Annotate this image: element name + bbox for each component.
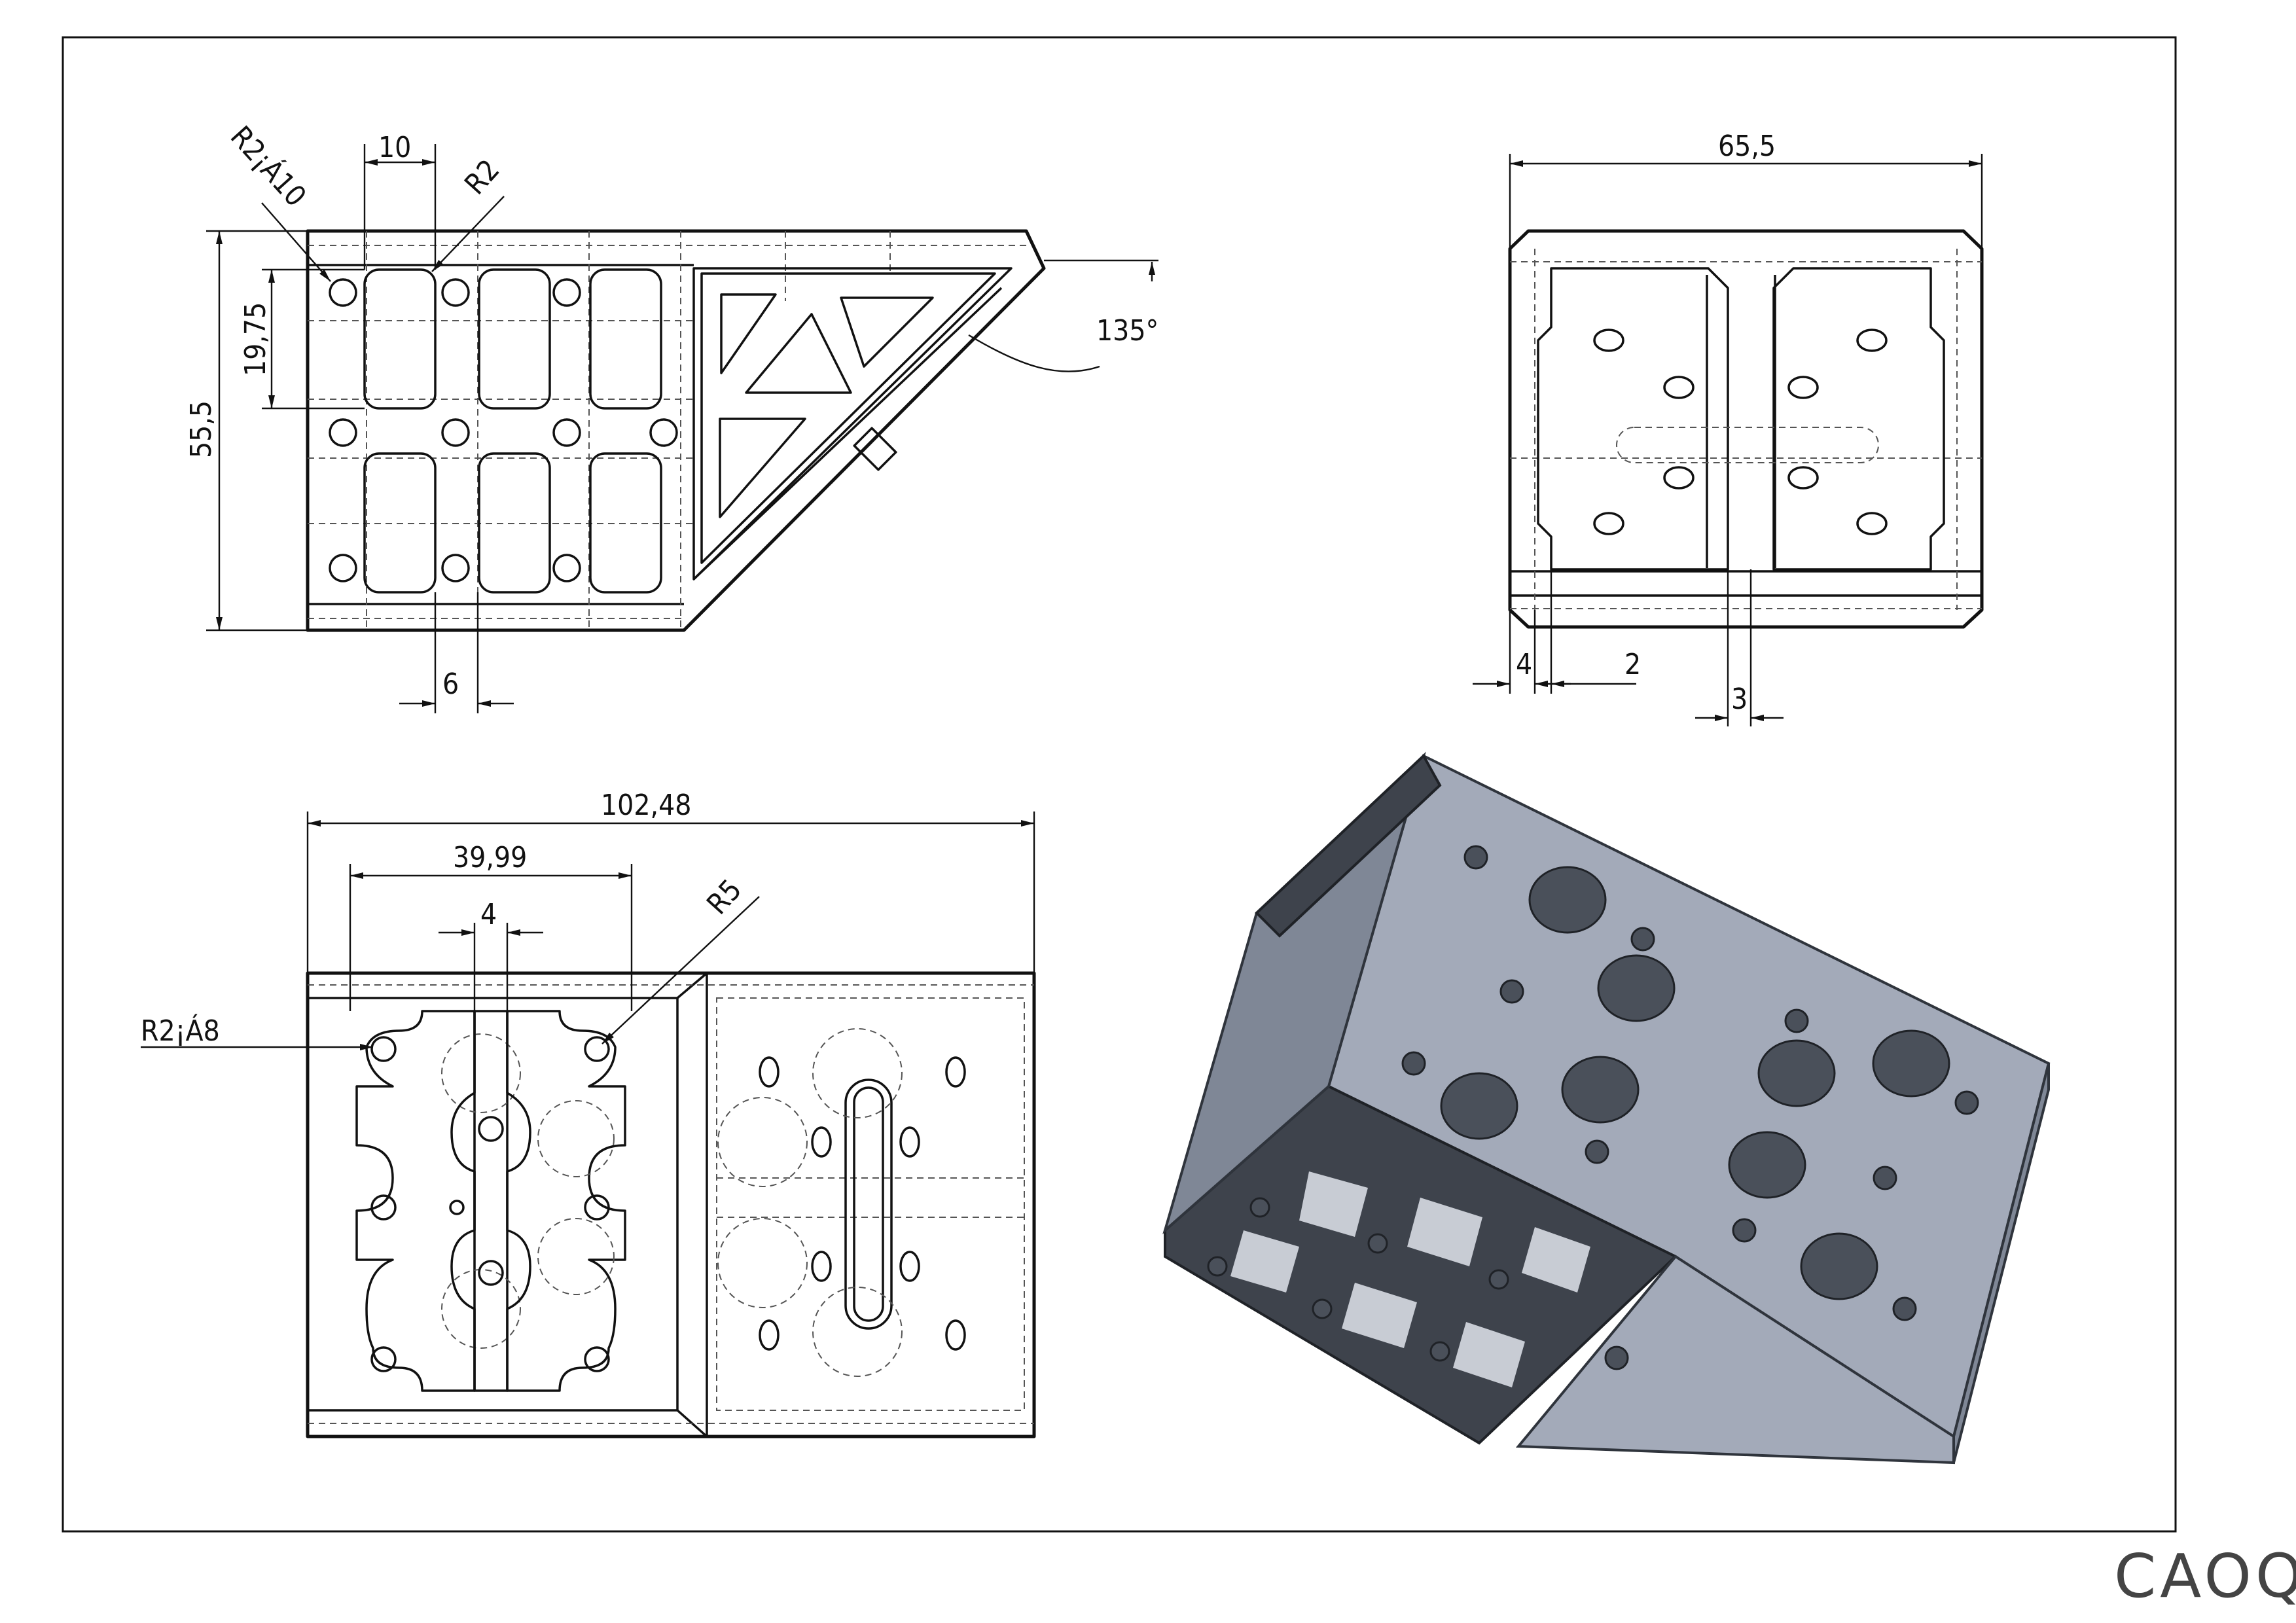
top-view (306, 971, 1036, 1438)
dim-top-span: 39,99 (453, 841, 527, 874)
front-view-dimensions: 65,5 4 2 3 (1473, 130, 1983, 726)
dim-side-height: 55,5 (185, 401, 218, 458)
dim-side-radius-corner: R2 (458, 153, 506, 201)
dim-top-radius-hole: R2¡Á8 (141, 1013, 220, 1048)
dim-top-length: 102,48 (601, 789, 691, 822)
drawing-frame (62, 36, 2177, 1533)
dim-front-wall: 4 (1516, 648, 1532, 681)
dim-top-slot: 4 (480, 898, 497, 931)
side-view-dimensions: 10 R2¡Á10 R2 19,75 55,5 6 135° (185, 119, 1158, 713)
front-view (1508, 229, 1984, 629)
isometric-view (1162, 751, 2051, 1465)
side-view (306, 229, 1100, 632)
brand-logo: CAOQI (2114, 1541, 2296, 1611)
dim-front-width: 65,5 (1718, 130, 1776, 163)
dim-side-angle: 135° (1096, 314, 1158, 348)
dim-side-pitch-v: 19,75 (239, 302, 272, 376)
dim-side-radius-hole: R2¡Á10 (224, 119, 314, 213)
dim-side-slot: 6 (442, 668, 459, 701)
top-view-dimensions: 102,48 39,99 4 R2¡Á8 R5 (141, 789, 1035, 1050)
dim-front-center: 3 (1731, 683, 1748, 716)
dim-side-width-top: 10 (378, 131, 411, 164)
dim-front-gap: 2 (1624, 648, 1641, 681)
